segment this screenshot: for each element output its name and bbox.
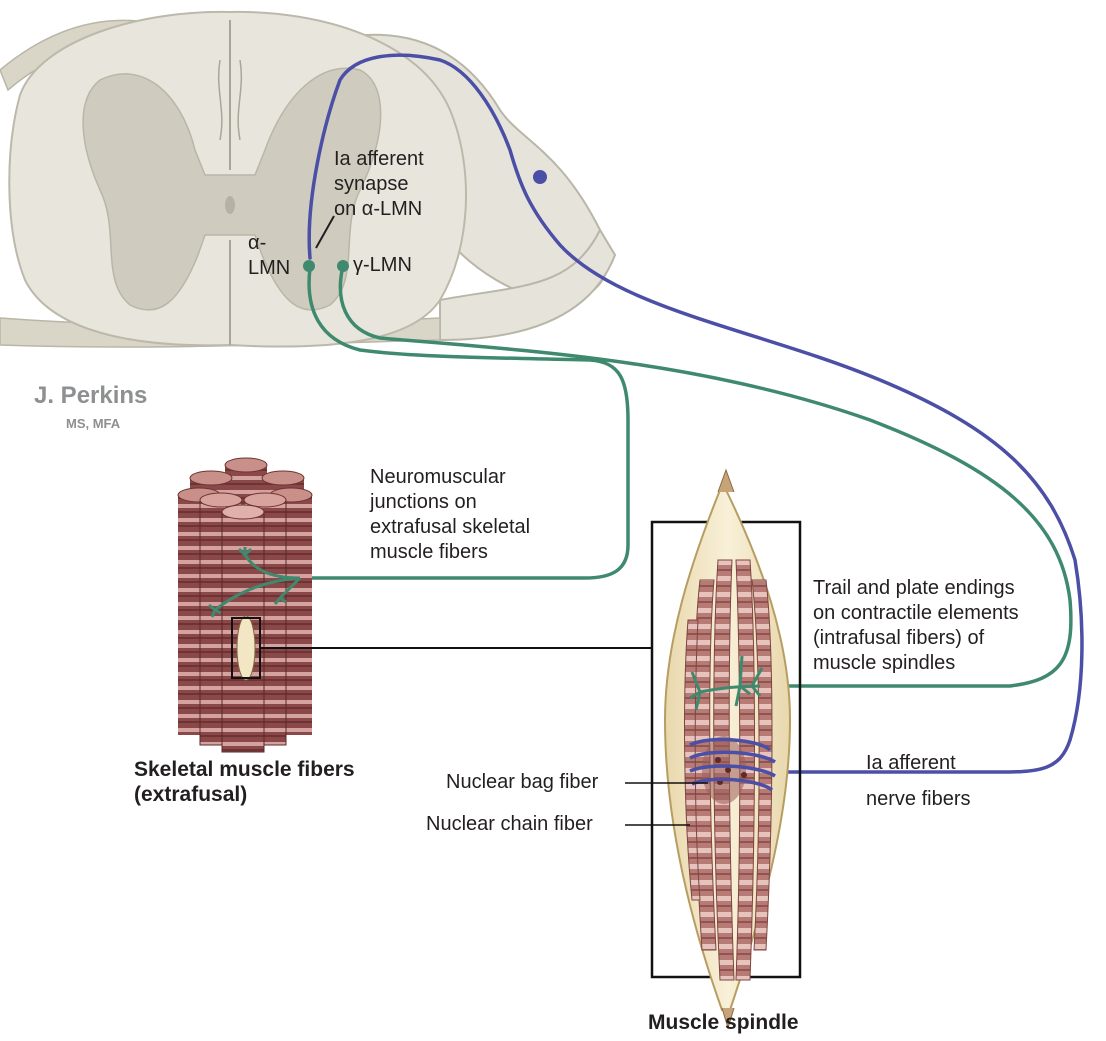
nmj-label: Neuromuscular junctions on extrafusal sk…	[370, 465, 530, 565]
ia-synapse-line-1: Ia afferent	[334, 147, 424, 172]
trail-plate-line-2: on contractile elements	[813, 601, 1019, 626]
nuclear-bag-label: Nuclear bag fiber	[446, 770, 598, 795]
ia-synapse-line-3: on α-LMN	[334, 197, 424, 222]
muscle-spindle-title: Muscle spindle	[648, 1010, 799, 1035]
alpha-lmn-cell-body	[303, 260, 315, 272]
alpha-lmn-line-1: α-	[248, 231, 290, 256]
ia-synapse-line-2: synapse	[334, 172, 424, 197]
skeletal-title-line-2: (extrafusal)	[134, 782, 355, 807]
central-canal	[225, 196, 235, 214]
trail-plate-line-1: Trail and plate endings	[813, 576, 1019, 601]
dorsal-root-ganglion-cell-body	[533, 170, 547, 184]
gamma-lmn-cell-body	[337, 260, 349, 272]
spinal-cord	[0, 12, 615, 347]
skeletal-muscle-bundle	[178, 458, 312, 752]
trail-plate-line-3: (intrafusal fibers) of	[813, 626, 1019, 651]
nmj-line-4: muscle fibers	[370, 540, 530, 565]
ia-nerve-line-1: Ia afferent	[866, 745, 971, 781]
ia-nerve-label: Ia afferent nerve fibers	[866, 745, 971, 817]
nmj-line-1: Neuromuscular	[370, 465, 530, 490]
artist-signature-credentials: MS, MFA	[66, 416, 120, 431]
skeletal-title-line-1: Skeletal muscle fibers	[134, 757, 355, 782]
ia-nerve-line-2: nerve fibers	[866, 781, 971, 817]
embedded-spindle	[237, 616, 255, 680]
trail-plate-label: Trail and plate endings on contractile e…	[813, 576, 1019, 676]
muscle-spindle	[665, 470, 790, 1028]
nmj-line-3: extrafusal skeletal	[370, 515, 530, 540]
ia-synapse-label: Ia afferent synapse on α-LMN	[334, 147, 424, 222]
alpha-lmn-line-2: LMN	[248, 256, 290, 281]
alpha-lmn-label: α- LMN	[248, 231, 290, 281]
trail-plate-line-4: muscle spindles	[813, 651, 1019, 676]
nmj-line-2: junctions on	[370, 490, 530, 515]
skeletal-muscle-title: Skeletal muscle fibers (extrafusal)	[134, 757, 355, 807]
artist-signature-name: J. Perkins	[34, 382, 147, 410]
nuclear-chain-label: Nuclear chain fiber	[426, 812, 593, 837]
gamma-lmn-label: γ-LMN	[353, 253, 412, 278]
